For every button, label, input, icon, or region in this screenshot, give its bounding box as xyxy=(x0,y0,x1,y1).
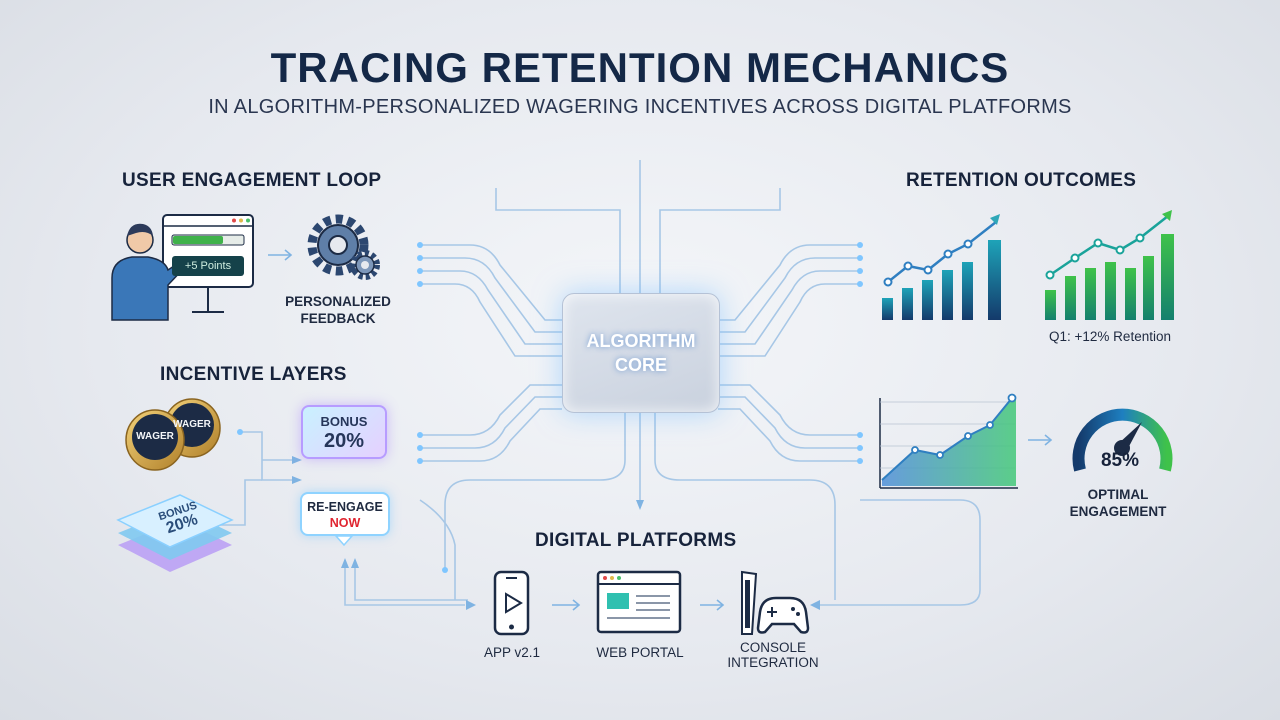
coin-label-back: WAGER xyxy=(173,419,211,430)
bonus-20-card[interactable]: BONUS 20% xyxy=(301,405,387,459)
page-subtitle: IN ALGORITHM-PERSONALIZED WAGERING INCEN… xyxy=(208,96,1072,118)
retention-outcomes-heading: RETENTION OUTCOMES xyxy=(906,170,1137,191)
digital-platforms-heading: DIGITAL PLATFORMS xyxy=(535,530,737,551)
bonus-line1: BONUS xyxy=(320,414,368,429)
re-engage-now-button[interactable]: RE-ENGAGE NOW xyxy=(300,492,390,536)
web-portal-label: WEB PORTAL xyxy=(596,645,684,660)
bonus-line2: 20% xyxy=(323,430,365,452)
reengage-line2: NOW xyxy=(329,516,361,530)
core-line1: ALGORITHM xyxy=(586,331,696,351)
app-label: APP v2.1 xyxy=(483,645,541,660)
optimal-engagement-label: OPTIMAL ENGAGEMENT xyxy=(1055,486,1181,520)
reengage-line1: RE-ENGAGE xyxy=(307,500,383,514)
page-title: TRACING RETENTION MECHANICS xyxy=(270,44,1010,91)
feedback-label-line1: PERSONALIZED xyxy=(285,294,391,309)
console-label-line2: INTEGRATION xyxy=(727,655,819,670)
coin-label-front: WAGER xyxy=(136,431,174,442)
gauge-label-line1: OPTIMAL xyxy=(1087,487,1149,502)
retention-caption: Q1: +12% Retention xyxy=(1049,329,1171,344)
engagement-loop-heading: USER ENGAGEMENT LOOP xyxy=(122,170,382,191)
gauge-label-line2: ENGAGEMENT xyxy=(1069,504,1167,519)
console-integration-label: CONSOLE INTEGRATION xyxy=(718,640,828,670)
personalized-feedback-label: PERSONALIZED FEEDBACK xyxy=(278,293,398,327)
core-line2: CORE xyxy=(614,355,667,375)
feedback-label-line2: FEEDBACK xyxy=(300,311,376,326)
console-label-line1: CONSOLE xyxy=(739,640,807,655)
incentive-layers-heading: INCENTIVE LAYERS xyxy=(160,364,347,385)
algorithm-core[interactable]: ALGORITHM CORE xyxy=(562,293,720,413)
gauge-value: 85% xyxy=(1100,450,1140,471)
points-badge: +5 Points xyxy=(172,256,244,276)
